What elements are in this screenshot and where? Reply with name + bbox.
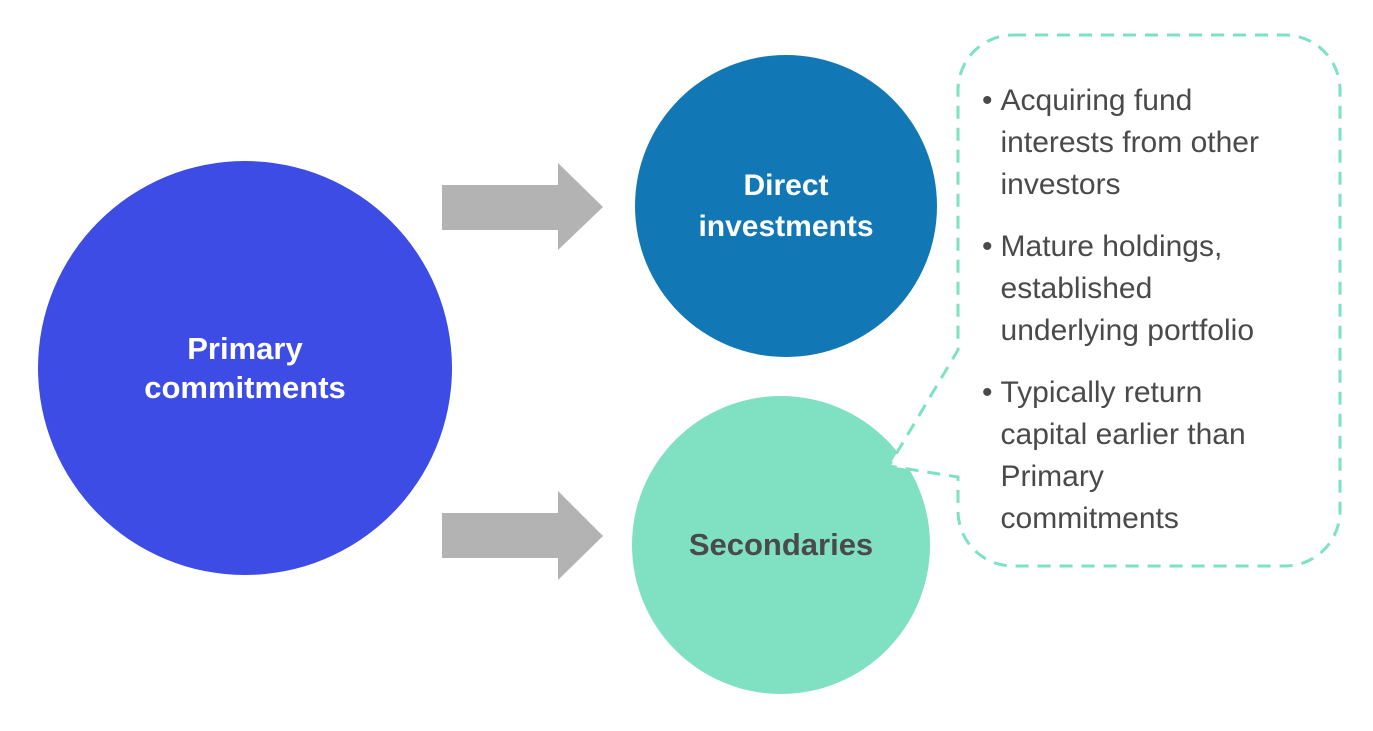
bullet-item: • Mature holdings, established underlyin… (982, 226, 1328, 352)
secondaries-circle: Secondaries (632, 396, 930, 694)
callout-bullet-list: • Acquiring fund interests from other in… (982, 80, 1328, 540)
direct-investments-label: Direct investments (698, 169, 874, 243)
arrow-right-icon (442, 163, 603, 250)
arrow-right-icon (442, 491, 603, 580)
secondaries-label: Secondaries (688, 527, 874, 562)
bullet-item: • Typically return capital earlier than … (982, 372, 1328, 540)
bullet-marker: • (982, 376, 993, 409)
bullet-text: Acquiring fund interests from other inve… (1000, 84, 1259, 201)
bullet-marker: • (982, 230, 993, 263)
primary-commitments-circle: Primary commitments (38, 161, 452, 575)
primary-commitments-label: Primary commitments (144, 331, 346, 405)
bullet-item: • Acquiring fund interests from other in… (982, 80, 1328, 206)
bullet-marker: • (982, 84, 993, 117)
bullet-text: Mature holdings, established underlying … (1000, 230, 1255, 347)
bullet-text: Typically return capital earlier than Pr… (1000, 376, 1246, 535)
direct-investments-circle: Direct investments (635, 55, 937, 357)
